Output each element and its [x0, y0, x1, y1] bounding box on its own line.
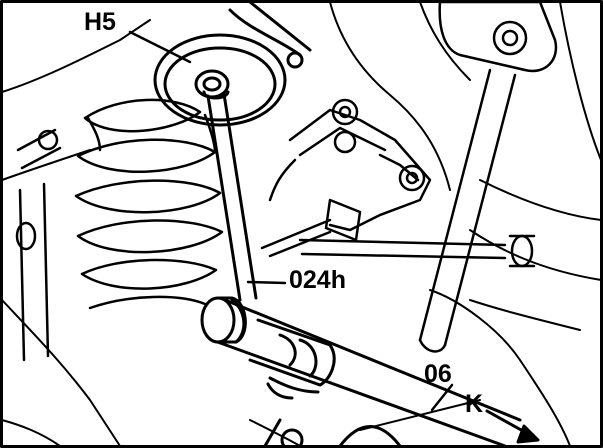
direction-arrow-k — [485, 409, 540, 444]
leader-024h — [246, 280, 287, 285]
leader-lines — [128, 30, 454, 412]
tie-link — [298, 234, 536, 268]
left-strut — [15, 128, 62, 362]
label-024h: 024h — [289, 266, 346, 294]
mounting-bracket — [260, 98, 432, 258]
label-06: 06 — [424, 360, 452, 388]
label-h5: H5 — [84, 8, 116, 36]
leader-h5 — [128, 30, 192, 64]
tool-024h — [202, 90, 258, 302]
spring-seat-h5 — [153, 0, 312, 127]
upper-arm — [418, 0, 558, 353]
coil-spring — [74, 98, 224, 310]
lower-tube-06 — [200, 296, 522, 448]
leader-06 — [430, 383, 454, 412]
label-k: K — [465, 390, 484, 418]
